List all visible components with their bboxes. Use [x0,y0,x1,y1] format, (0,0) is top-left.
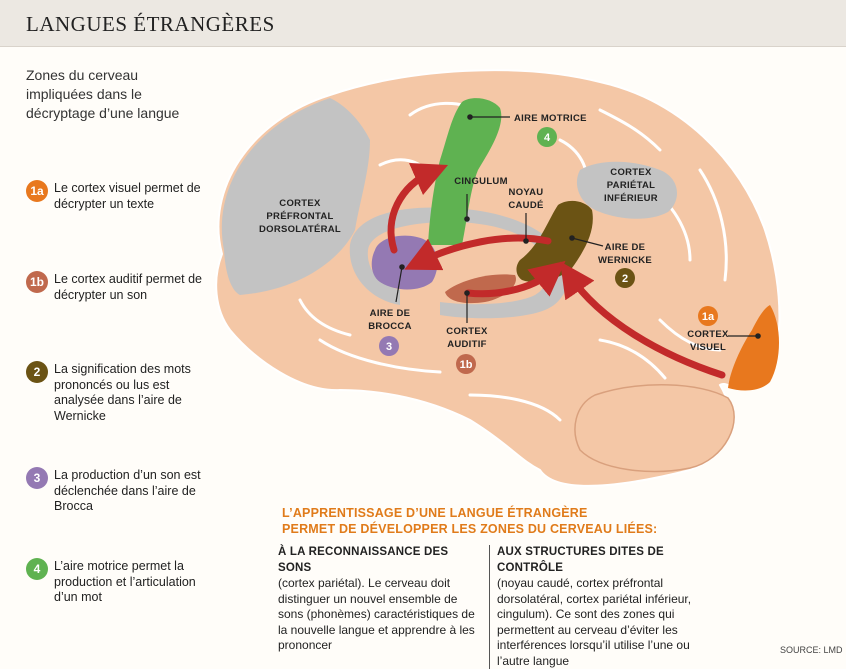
header-bar: LANGUES ÉTRANGÈRES [0,0,846,47]
legend-badge-4: 4 [26,558,48,580]
legend-text-1b: Le cortex auditif permet de décrypter un… [54,272,202,302]
column-control-text: (noyau caudé, cortex préfrontal dorsolat… [497,576,692,668]
parietal-cortex-region [576,161,678,219]
legend-badge-1b: 1b [26,271,48,293]
leader-lines [395,114,761,339]
label-wernicke-2: WERNICKE [598,255,652,266]
prefrontal-cortex-region [221,98,370,295]
label-noyau-2: CAUDÉ [508,200,543,211]
label-parietal-2: PARIÉTAL [607,180,656,191]
brain-diagram: AIRE MOTRICE CORTEX PRÉFRONTAL DORSOLATÉ… [215,69,781,487]
column-sounds-title: À LA RECONNAISSANCE DES SONS [278,546,449,574]
label-visuel-2: VISUEL [690,342,726,353]
badge-2: 2 [615,268,635,288]
badge-1a: 1a [698,306,718,326]
badge-2-text: 2 [622,273,628,285]
legend-text-1a: Le cortex visuel permet de décrypter un … [54,181,201,211]
legend-text-4: L’aire motrice permet la production et l… [54,559,196,604]
badge-1b-text: 1b [460,359,473,371]
visual-cortex [728,305,779,391]
legend-badge-1a: 1a [26,180,48,202]
label-visuel-1: CORTEX [687,329,729,340]
legend-badge-2: 2 [26,361,48,383]
label-prefrontal-3: DORSOLATÉRAL [259,224,341,235]
page-title: LANGUES ÉTRANGÈRES [26,12,275,36]
signal-arrows [387,162,726,379]
legend-text-2: La signification des mots prononcés ou l… [54,362,191,423]
label-auditif-2: AUDITIF [447,339,487,350]
label-prefrontal-1: CORTEX [279,198,321,209]
badge-4: 4 [537,127,557,147]
label-prefrontal-2: PRÉFRONTAL [266,211,333,222]
badge-3-text: 3 [386,341,392,353]
badge-4-text: 4 [544,132,551,144]
column-sounds-text: (cortex pariétal). Le cerveau doit disti… [278,576,475,652]
cingulum-band [349,207,569,319]
motor-area [428,98,502,245]
label-aire-motrice: AIRE MOTRICE [514,113,587,124]
label-auditif-1: CORTEX [446,326,488,337]
label-cingulum: CINGULUM [454,176,508,187]
label-noyau-1: NOYAU [509,187,544,198]
arrow-brocca-to-motrice [387,162,449,254]
badge-1a-text: 1a [702,311,715,323]
badge-1b: 1b [456,354,476,374]
label-parietal-3: INFÉRIEUR [604,193,658,204]
legend-badge-3: 3 [26,467,48,489]
column-sounds: À LA RECONNAISSANCE DES SONS (cortex par… [278,545,483,654]
cerebellum [574,384,735,473]
label-wernicke-1: AIRE DE [605,242,646,253]
bottom-heading-line2: PERMET DE DÉVELOPPER LES ZONES DU CERVEA… [282,522,658,536]
badge-3: 3 [379,336,399,356]
arrow-wernicke-to-brocca [404,234,552,271]
label-brocca-1: AIRE DE [370,308,411,319]
label-parietal-1: CORTEX [610,167,652,178]
arrow-auditif-to-wernicke [464,260,566,298]
column-control-title: AUX STRUCTURES DITES DE CONTRÔLE [497,546,664,574]
column-control: AUX STRUCTURES DITES DE CONTRÔLE (noyau … [489,545,712,669]
label-brocca-2: BROCCA [368,321,412,332]
legend-text-3: La production d’un son est déclenchée da… [54,468,201,513]
intro-text: Zones du cerveau impliquées dans le décr… [26,67,180,121]
bottom-heading: L’APPRENTISSAGE D’UNE LANGUE ÉTRANGÈRE P… [282,505,702,537]
arrow-visual-to-wernicke [560,261,726,379]
bottom-heading-line1: L’APPRENTISSAGE D’UNE LANGUE ÉTRANGÈRE [282,506,588,520]
brocca-area [371,235,438,290]
source-credit: SOURCE: LMD [780,645,843,655]
